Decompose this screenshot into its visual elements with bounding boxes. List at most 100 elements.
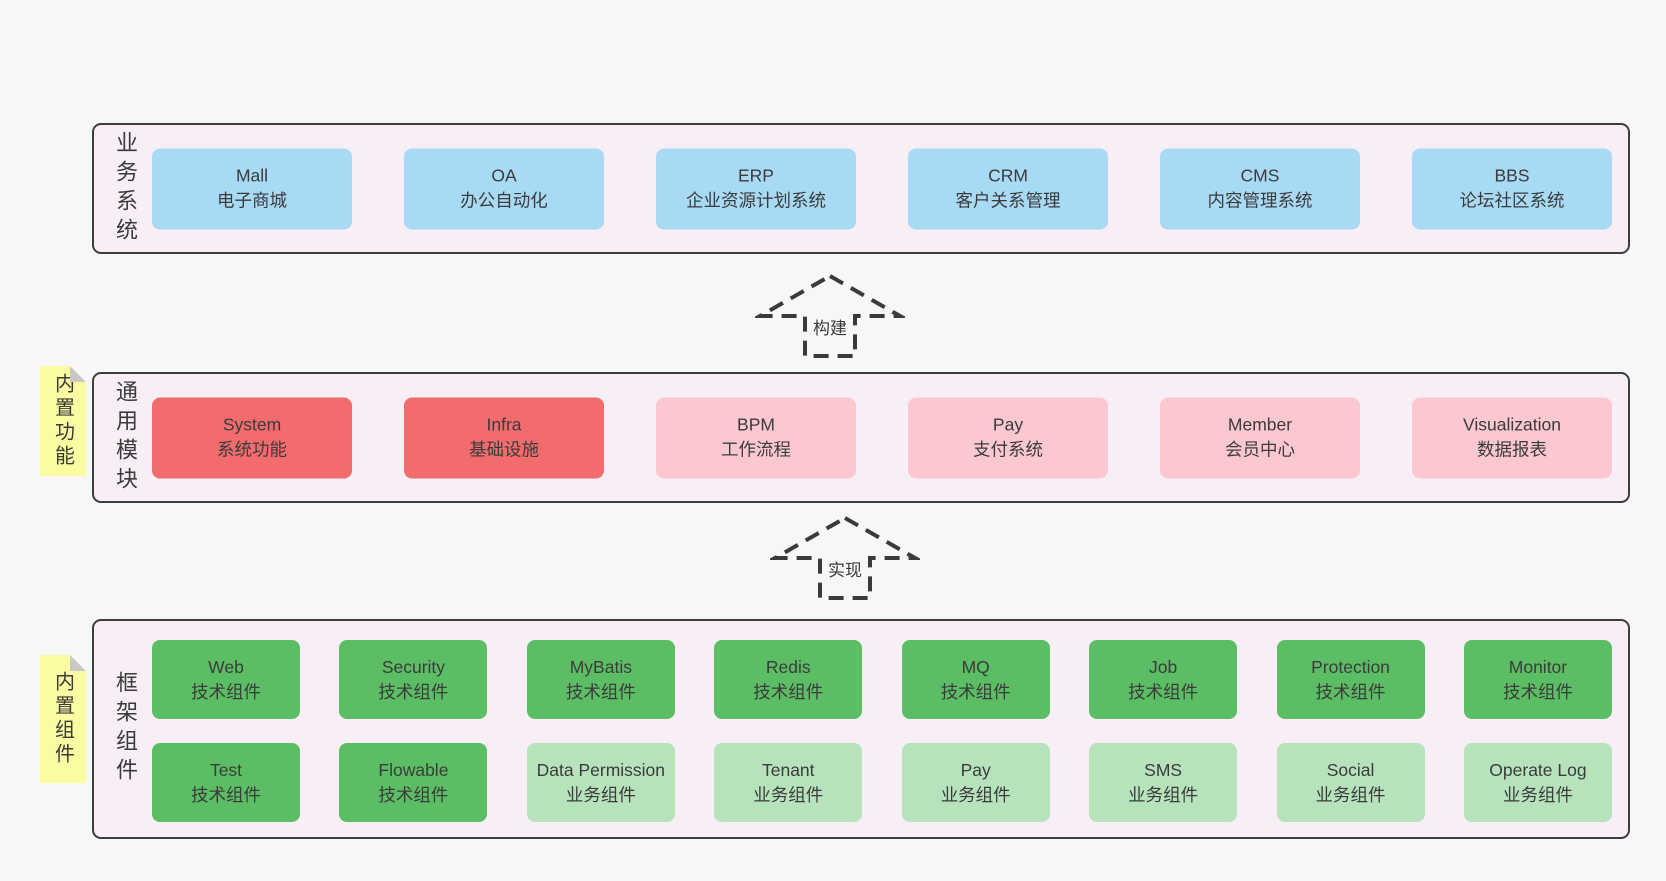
node-subtitle: 业务组件 <box>1128 784 1199 805</box>
node-title: SMS <box>1144 759 1183 780</box>
dashed-up-arrow-icon <box>755 273 905 358</box>
node-test: Test 技术组件 <box>152 743 300 822</box>
node-subtitle: 数据报表 <box>1477 439 1547 460</box>
node-visualization: Visualization 数据报表 <box>1412 397 1612 478</box>
node-social: Social 业务组件 <box>1276 743 1425 822</box>
node-subtitle: 论坛社区系统 <box>1459 190 1565 211</box>
node-mq: MQ 技术组件 <box>901 640 1050 719</box>
dashed-up-arrow-icon <box>770 515 920 600</box>
node-title: Social <box>1326 759 1375 780</box>
node-title: Pay <box>992 414 1024 435</box>
node-subtitle: 系统功能 <box>217 439 287 460</box>
node-title: Job <box>1149 656 1178 677</box>
node-system: System 系统功能 <box>152 397 352 478</box>
node-protection: Protection 技术组件 <box>1276 640 1425 719</box>
panel-business-label: 业务系统 <box>113 130 138 247</box>
node-bpm: BPM 工作流程 <box>656 397 856 478</box>
node-data-permission: Data Permission 业务组件 <box>526 743 675 822</box>
panel-framework-components: 框架组件 Web 技术组件 Security 技术组件 MyBatis 技术组件… <box>92 619 1630 839</box>
panel-business-systems: 业务系统 Mall 电子商城 OA 办公自动化 ERP 企业资源计划系统 CRM… <box>92 123 1630 254</box>
node-mall: Mall 电子商城 <box>152 148 352 229</box>
node-subtitle: 会员中心 <box>1225 439 1295 460</box>
node-subtitle: 技术组件 <box>191 784 261 805</box>
node-title: Member <box>1227 414 1293 435</box>
sticky-note-text: 内置组件 <box>51 671 74 767</box>
node-title: CMS <box>1240 165 1280 186</box>
panel-modules-label: 通用模块 <box>113 379 138 496</box>
node-subtitle: 业务组件 <box>1315 784 1386 805</box>
node-crm: CRM 客户关系管理 <box>908 148 1108 229</box>
arrow-implement-label: 实现 <box>824 554 866 583</box>
node-title: Pay <box>960 759 991 780</box>
node-subtitle: 业务组件 <box>753 784 824 805</box>
node-subtitle: 技术组件 <box>565 681 636 702</box>
panel-framework-label: 框架组件 <box>113 671 138 787</box>
sticky-note-builtin-functions: 内置功能 <box>40 366 86 476</box>
node-title: Tenant <box>761 759 815 780</box>
node-title: Redis <box>765 656 811 677</box>
node-subtitle: 技术组件 <box>1128 681 1199 702</box>
node-subtitle: 技术组件 <box>940 681 1011 702</box>
node-bbs: BBS 论坛社区系统 <box>1412 148 1612 229</box>
panel-framework-boxes: Web 技术组件 Security 技术组件 MyBatis 技术组件 Redi… <box>152 621 1612 837</box>
node-pay: Pay 支付系统 <box>908 397 1108 478</box>
node-member: Member 会员中心 <box>1160 397 1360 478</box>
node-redis: Redis 技术组件 <box>714 640 863 719</box>
node-title: Security <box>381 656 446 677</box>
node-erp: ERP 企业资源计划系统 <box>656 148 856 229</box>
node-subtitle: 技术组件 <box>753 681 824 702</box>
panel-business-boxes: Mall 电子商城 OA 办公自动化 ERP 企业资源计划系统 CRM 客户关系… <box>152 125 1612 252</box>
node-title: ERP <box>738 165 774 186</box>
node-title: Operate Log <box>1489 759 1587 780</box>
panel-common-modules: 通用模块 System 系统功能 Infra 基础设施 BPM 工作流程 Pay… <box>92 372 1630 503</box>
node-pay-business: Pay 业务组件 <box>901 743 1050 822</box>
arrow-implement: 实现 <box>770 514 920 602</box>
sticky-note-text: 内置功能 <box>51 373 74 469</box>
node-title: CRM <box>988 165 1028 186</box>
node-operate-log: Operate Log 业务组件 <box>1463 743 1612 822</box>
node-subtitle: 基础设施 <box>469 439 539 460</box>
node-subtitle: 支付系统 <box>973 439 1043 460</box>
node-subtitle: 技术组件 <box>378 681 449 702</box>
node-subtitle: 业务组件 <box>940 784 1011 805</box>
node-tenant: Tenant 业务组件 <box>714 743 863 822</box>
node-cms: CMS 内容管理系统 <box>1160 148 1360 229</box>
node-subtitle: 业务组件 <box>565 784 636 805</box>
node-title: Monitor <box>1508 656 1568 677</box>
node-infra: Infra 基础设施 <box>404 397 604 478</box>
node-title: OA <box>491 165 517 186</box>
node-subtitle: 办公自动化 <box>460 190 548 211</box>
node-sms: SMS 业务组件 <box>1089 743 1238 822</box>
node-title: MQ <box>961 656 990 677</box>
node-subtitle: 企业资源计划系统 <box>686 190 826 211</box>
node-title: Visualization <box>1463 414 1561 435</box>
node-flowable: Flowable 技术组件 <box>339 743 488 822</box>
arrow-build-label: 构建 <box>809 312 851 341</box>
node-title: Data Permission <box>536 759 666 780</box>
node-subtitle: 业务组件 <box>1502 784 1573 805</box>
node-title: MyBatis <box>569 656 632 677</box>
node-title: Flowable <box>378 759 449 780</box>
node-web: Web 技术组件 <box>152 640 300 719</box>
node-subtitle: 技术组件 <box>1315 681 1386 702</box>
node-title: Test <box>209 759 243 780</box>
sticky-note-builtin-components: 内置组件 <box>40 655 86 783</box>
panel-modules-boxes: System 系统功能 Infra 基础设施 BPM 工作流程 Pay 支付系统… <box>152 374 1612 501</box>
node-subtitle: 技术组件 <box>191 681 261 702</box>
node-subtitle: 电子商城 <box>217 190 287 211</box>
node-monitor: Monitor 技术组件 <box>1463 640 1612 719</box>
arrow-build: 构建 <box>755 272 905 360</box>
node-mybatis: MyBatis 技术组件 <box>526 640 675 719</box>
node-title: BBS <box>1494 165 1530 186</box>
node-title: Infra <box>486 414 522 435</box>
node-job: Job 技术组件 <box>1089 640 1238 719</box>
node-subtitle: 内容管理系统 <box>1207 190 1313 211</box>
node-subtitle: 技术组件 <box>378 784 449 805</box>
node-title: BPM <box>737 414 775 435</box>
node-oa: OA 办公自动化 <box>404 148 604 229</box>
node-security: Security 技术组件 <box>339 640 488 719</box>
node-subtitle: 技术组件 <box>1502 681 1573 702</box>
node-title: System <box>222 414 282 435</box>
node-title: Mall <box>235 165 269 186</box>
